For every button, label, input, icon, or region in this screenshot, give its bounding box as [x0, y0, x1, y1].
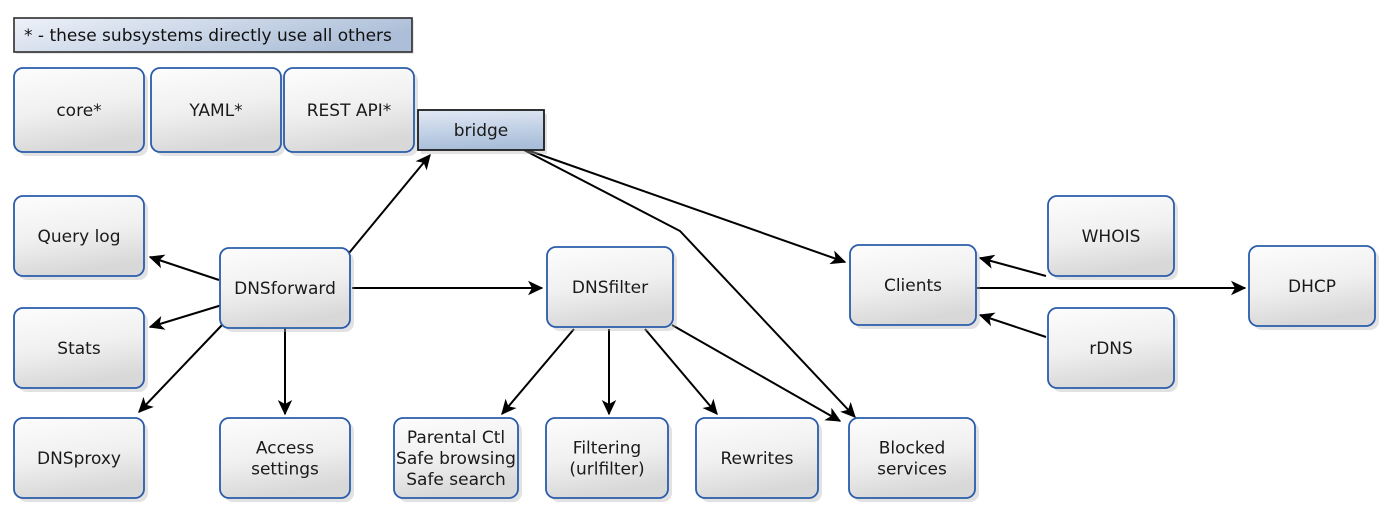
- node-box: [545, 417, 669, 499]
- node-box: [1047, 307, 1175, 389]
- node-box: [150, 67, 282, 153]
- node-box: [393, 417, 519, 499]
- node-box: [283, 67, 415, 153]
- node-box: [1047, 195, 1175, 277]
- node-label-core: core*: [56, 101, 101, 121]
- node-label-rdns: rDNS: [1089, 339, 1133, 359]
- edge-dnsfilter-rewrites: [644, 328, 718, 416]
- edge-dnsfilter-parental: [501, 328, 575, 416]
- node-dnsproxy[interactable]: DNSproxy: [13, 417, 148, 502]
- node-clients[interactable]: Clients: [849, 244, 980, 329]
- node-label-dnsproxy: DNSproxy: [37, 449, 121, 469]
- node-box: [13, 307, 145, 389]
- node-bridge[interactable]: bridge: [417, 109, 547, 154]
- node-dnsforward[interactable]: DNSforward: [219, 247, 354, 332]
- node-whois[interactable]: WHOIS: [1047, 195, 1178, 280]
- node-label-querylog: Query log: [38, 227, 121, 247]
- node-querylog[interactable]: Query log: [13, 195, 148, 280]
- edge-rdns-clients: [978, 312, 1047, 338]
- node-box: [695, 417, 819, 499]
- edge-dnsforward-bridge: [348, 153, 431, 254]
- node-rdns[interactable]: rDNS: [1047, 307, 1178, 392]
- node-label-bridge: bridge: [454, 121, 509, 141]
- node-filtering[interactable]: Filtering(urlfilter): [545, 417, 672, 502]
- node-dnsfilter[interactable]: DNSfilter: [546, 246, 677, 331]
- edge-dnsfilter-blockedservices: [671, 324, 842, 422]
- node-box: [546, 246, 674, 328]
- node-label-stats: Stats: [57, 339, 101, 359]
- node-box: [13, 67, 145, 153]
- edge-layer: [138, 149, 1247, 422]
- node-label-whois: WHOIS: [1082, 227, 1141, 247]
- node-layer: core* YAML* REST API* bridge Query log: [13, 67, 1379, 502]
- node-box: [219, 417, 351, 499]
- node-box: [849, 244, 977, 326]
- note-all-others: * - these subsystems directly use all ot…: [13, 17, 414, 54]
- edge-bridge-clients: [526, 149, 847, 265]
- edge-whois-clients: [978, 254, 1047, 277]
- node-label-rewrites: Rewrites: [720, 449, 793, 469]
- node-rewrites[interactable]: Rewrites: [695, 417, 822, 502]
- node-label-yaml: YAML*: [188, 101, 242, 121]
- node-restapi[interactable]: REST API*: [283, 67, 418, 156]
- node-label-dhcp: DHCP: [1288, 277, 1336, 297]
- node-core[interactable]: core*: [13, 67, 148, 156]
- edge-bridge-blockedservices: [523, 149, 856, 418]
- node-box: [848, 417, 976, 499]
- node-box: [13, 195, 145, 277]
- node-label-dnsforward: DNSforward: [234, 279, 336, 299]
- node-box: [13, 417, 145, 499]
- node-label-restapi: REST API*: [307, 101, 392, 121]
- note-box: [13, 17, 413, 53]
- edge-dnsforward-stats: [148, 304, 223, 330]
- edge-dnsforward-querylog: [148, 254, 220, 281]
- node-label-dnsfilter: DNSfilter: [572, 278, 648, 298]
- note-text: * - these subsystems directly use all ot…: [24, 26, 392, 46]
- node-label-clients: Clients: [884, 276, 942, 296]
- node-box: [417, 109, 545, 151]
- node-dhcp[interactable]: DHCP: [1248, 245, 1379, 330]
- node-box: [1248, 245, 1376, 327]
- node-stats[interactable]: Stats: [13, 307, 148, 392]
- node-box: [219, 247, 351, 329]
- node-label-filtering: Filtering(urlfilter): [569, 439, 644, 480]
- edge-dnsforward-dnsproxy: [138, 309, 237, 413]
- node-yaml[interactable]: YAML*: [150, 67, 285, 156]
